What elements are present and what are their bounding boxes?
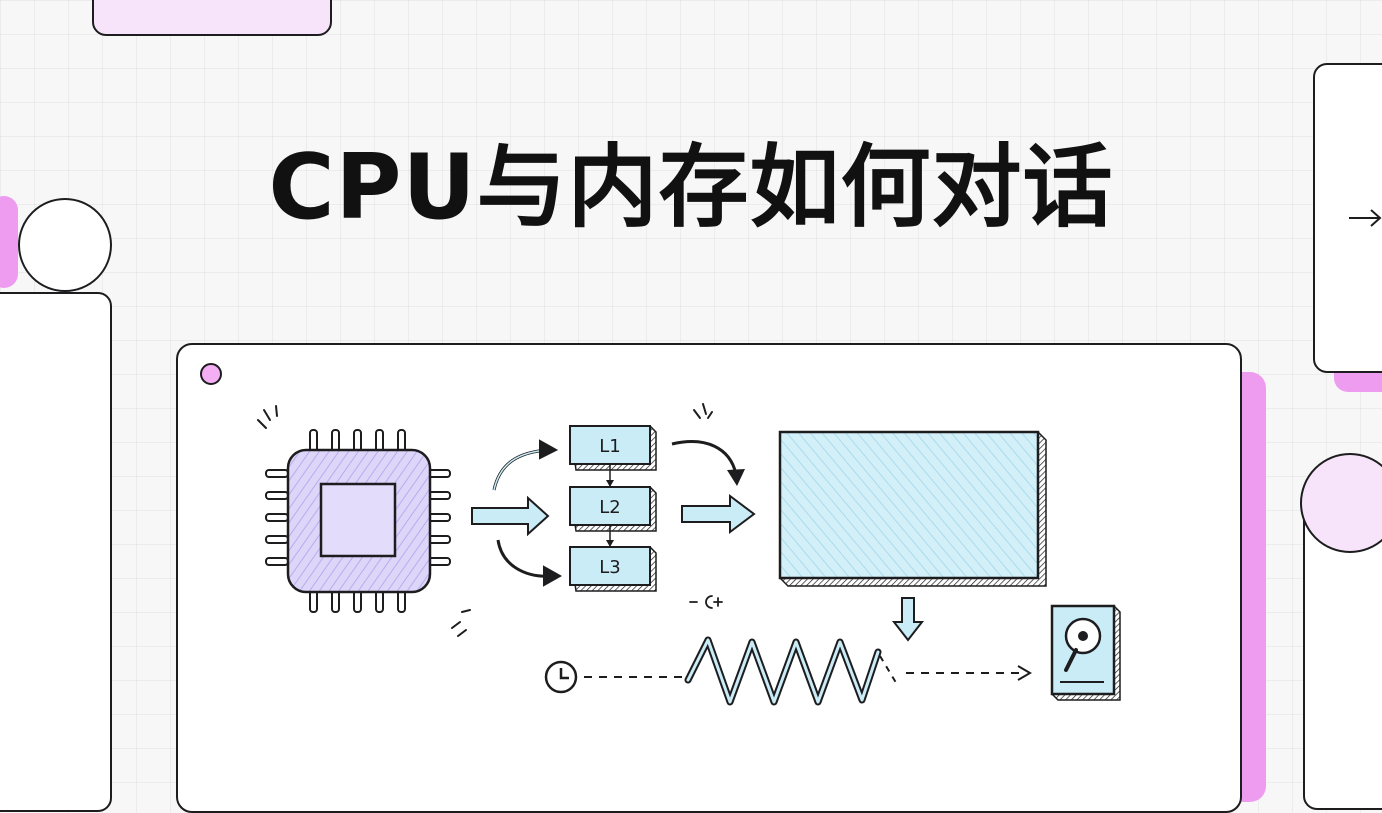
deco-card-right[interactable] — [1313, 63, 1382, 373]
deco-card-left-shadow — [0, 196, 18, 288]
signal-spark-icon — [689, 595, 723, 609]
deco-circle-left — [18, 198, 112, 292]
card-dot — [200, 363, 222, 385]
cpu-to-cache-arrows — [471, 439, 563, 587]
cpu-chip-icon — [257, 405, 451, 613]
hard-disk-icon — [1050, 604, 1121, 701]
deco-circle-right — [1300, 453, 1382, 553]
cache-to-memory-arrows — [671, 440, 756, 534]
clock-icon — [544, 660, 578, 694]
cache-label-l2: L2 — [599, 497, 620, 518]
memory-module-icon — [778, 430, 1047, 587]
cache-label-l3: L3 — [599, 557, 620, 578]
arrow-right-icon[interactable] — [1345, 203, 1382, 233]
memory-down-arrow — [891, 597, 925, 642]
cache-label-l1: L1 — [599, 436, 620, 457]
deco-card-top — [92, 0, 332, 36]
timeline-arrow-right — [906, 665, 1032, 681]
sketch-marks — [451, 609, 471, 637]
signal-wave-icon — [684, 636, 899, 706]
page-title: CPU与内存如何对话 — [268, 135, 1114, 240]
diagram-canvas: L1 L2 L3 — [257, 403, 1121, 706]
cache-stack-icon: L1 L2 L3 — [569, 403, 713, 592]
